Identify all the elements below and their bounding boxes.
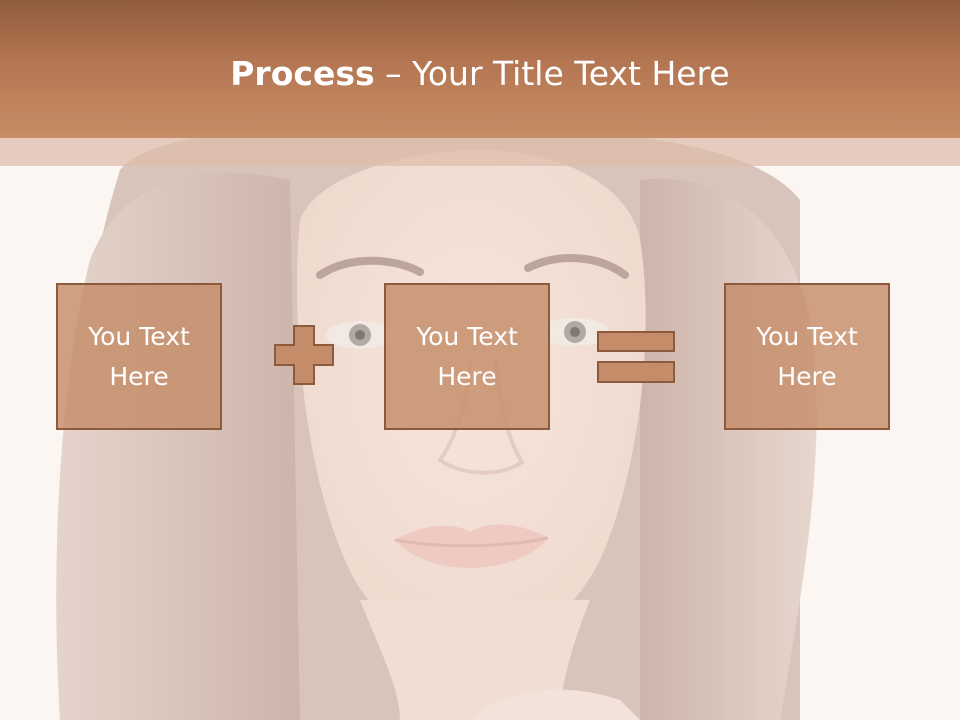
process-box-2: You Text Here [384,283,550,430]
equals-icon [597,331,675,383]
process-box-2-label: You Text Here [416,321,518,391]
process-box-1-label: You Text Here [88,321,190,391]
process-box-3-label: You Text Here [756,321,858,391]
title-bar [0,0,960,138]
slide-title-bold: Process [230,54,375,93]
slide-title-rest: – Your Title Text Here [374,54,730,93]
title-underline-stripe [0,138,960,166]
plus-icon [274,325,334,385]
slide-title: Process – Your Title Text Here [0,52,960,96]
process-box-3: You Text Here [724,283,890,430]
process-box-1: You Text Here [56,283,222,430]
